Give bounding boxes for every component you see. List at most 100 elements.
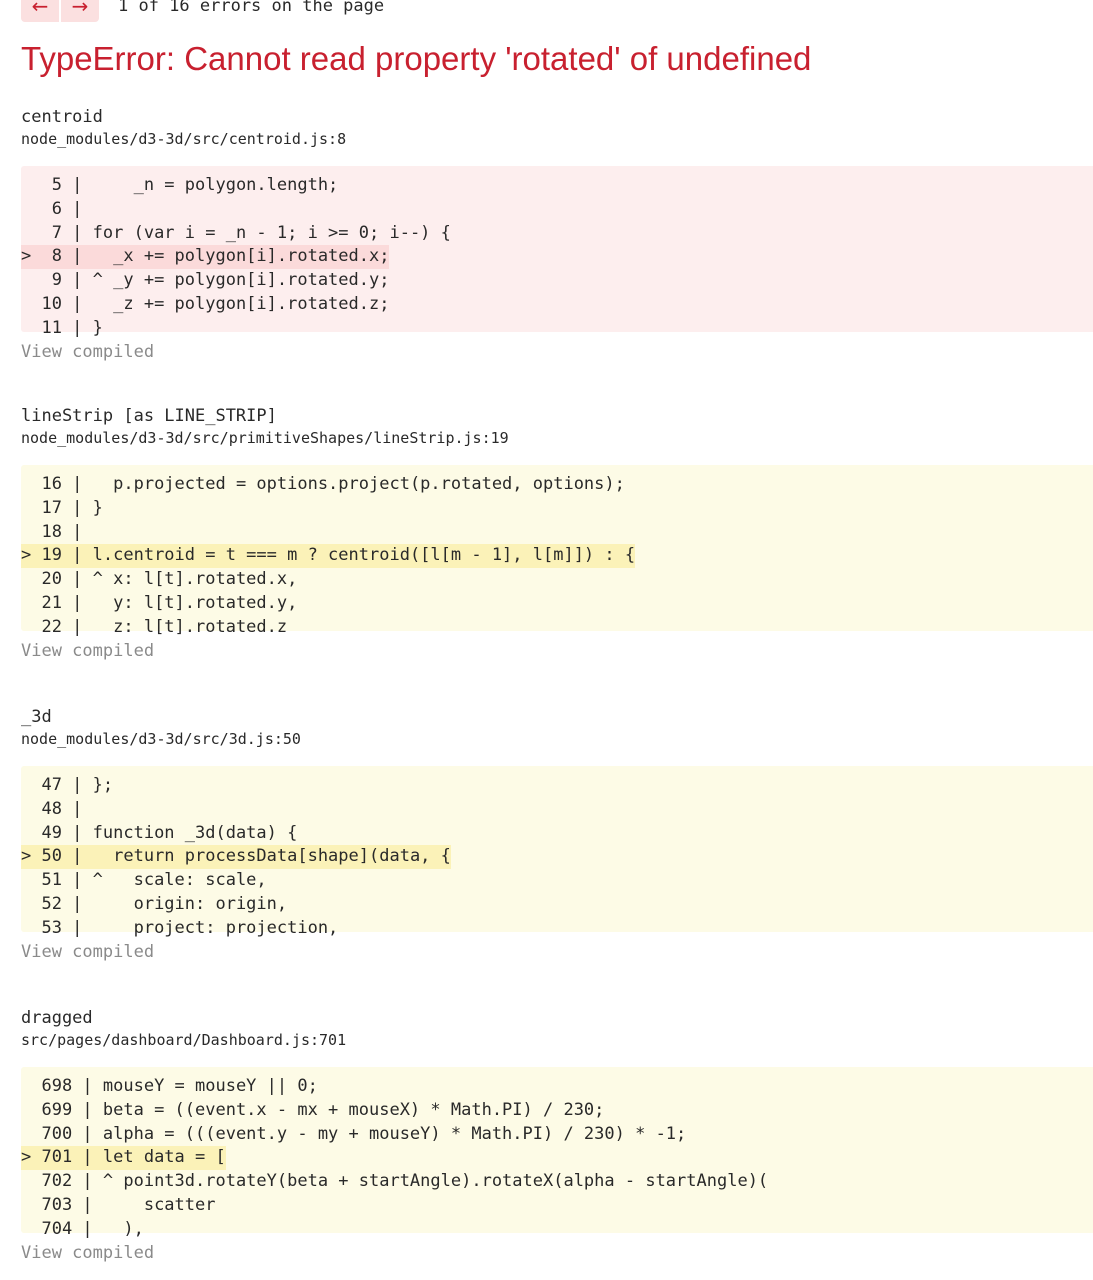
code-snippet: 16 | p.projected = options.project(p.rot… xyxy=(21,465,1093,637)
code-line: 22 | z: l[t].rotated.z xyxy=(21,616,1093,640)
line-number: 9 | xyxy=(21,270,83,291)
code-line: 699 | beta = ((event.x - mx + mouseX) * … xyxy=(21,1099,1093,1123)
code-line: 20 | ^ x: l[t].rotated.x, xyxy=(21,568,1093,592)
line-number: 22 | xyxy=(21,616,83,637)
frame-function-name: centroid xyxy=(21,107,103,127)
stack-frame: _3d node_modules/d3-3d/src/3d.js:50 47 | … xyxy=(21,706,1093,963)
error-navigation: ← → 1 of 16 errors on the page xyxy=(21,0,384,22)
line-number: 7 | xyxy=(21,222,83,243)
line-number: > 19 | xyxy=(21,545,83,566)
frame-file-path: node_modules/d3-3d/src/centroid.js:8 xyxy=(21,130,347,148)
code-line: 704 | ), xyxy=(21,1218,1093,1242)
line-number: 698 | xyxy=(21,1076,93,1096)
line-number: 49 | xyxy=(21,822,83,843)
line-code: }; xyxy=(82,775,114,795)
frame-file-path: node_modules/d3-3d/src/3d.js:50 xyxy=(21,730,301,748)
error-title: TypeError: Cannot read property 'rotated… xyxy=(21,40,812,77)
line-number: 18 | xyxy=(21,521,83,542)
stack-frame: dragged src/pages/dashboard/Dashboard.js:… xyxy=(21,1007,1093,1264)
line-code: return processData[shape](data, { xyxy=(82,846,451,867)
code-line: 11 | } xyxy=(21,317,1093,341)
line-code: project: projection, xyxy=(82,917,339,938)
line-code: let data = [ xyxy=(92,1147,226,1168)
line-code: ), xyxy=(92,1218,144,1239)
line-number: 20 | xyxy=(21,569,83,590)
frame-function-name: dragged xyxy=(21,1008,93,1028)
view-compiled-link[interactable]: View compiled xyxy=(21,641,155,661)
line-number: 704 | xyxy=(21,1218,93,1239)
line-number: > 701 | xyxy=(21,1147,93,1168)
line-number: > 50 | xyxy=(21,846,83,867)
code-line: 6 | xyxy=(21,198,1093,222)
code-line: 7 | for (var i = _n - 1; i >= 0; i--) { xyxy=(21,222,1093,246)
line-code: ^ point3d.rotateY(beta + startAngle).rot… xyxy=(92,1171,769,1192)
line-code: l.centroid = t === m ? centroid([l[m - 1… xyxy=(82,545,636,566)
next-error-button[interactable]: → xyxy=(61,0,99,22)
line-code: mouseY = mouseY || 0; xyxy=(92,1076,318,1096)
error-count: 1 of 16 errors on the page xyxy=(118,0,385,16)
frame-function-name: _3d xyxy=(21,707,52,727)
line-number: 51 | xyxy=(21,870,83,891)
line-number: 52 | xyxy=(21,893,83,914)
line-number: 699 | xyxy=(21,1099,93,1120)
line-number: 703 | xyxy=(21,1194,93,1215)
view-compiled-link[interactable]: View compiled xyxy=(21,942,155,962)
code-line: 52 | origin: origin, xyxy=(21,893,1093,917)
line-code: p.projected = options.project(p.rotated,… xyxy=(82,474,625,494)
line-number: 21 | xyxy=(21,592,83,613)
view-compiled-link[interactable]: View compiled xyxy=(21,342,155,362)
line-number: 6 | xyxy=(21,198,83,219)
previous-error-button[interactable]: ← xyxy=(21,0,59,22)
line-code: function _3d(data) { xyxy=(82,822,298,843)
code-line: 53 | project: projection, xyxy=(21,917,1093,941)
line-code: scatter xyxy=(92,1194,216,1215)
code-line: 703 | scatter xyxy=(21,1194,1093,1218)
code-line-highlighted: > 50 | return processData[shape](data, { xyxy=(21,845,1093,870)
stack-frame: centroid node_modules/d3-3d/src/centroid.… xyxy=(21,106,1093,363)
line-code: } xyxy=(82,497,103,518)
code-line: 18 | xyxy=(21,521,1093,545)
line-code: origin: origin, xyxy=(82,893,288,914)
view-compiled-link[interactable]: View compiled xyxy=(21,1243,155,1263)
line-number: 16 | xyxy=(21,474,83,494)
line-code: _x += polygon[i].rotated.x; xyxy=(82,246,390,267)
code-line-highlighted: > 19 | l.centroid = t === m ? centroid([… xyxy=(21,544,1093,569)
code-line: 51 | ^ scale: scale, xyxy=(21,869,1093,893)
code-line: 10 | _z += polygon[i].rotated.z; xyxy=(21,293,1093,317)
code-line: 17 | } xyxy=(21,497,1093,521)
line-number: 5 | xyxy=(21,175,83,195)
code-line-highlighted: > 8 | _x += polygon[i].rotated.x; xyxy=(21,245,1093,270)
frame-function-name: lineStrip [as LINE_STRIP] xyxy=(21,406,277,426)
line-code: _n = polygon.length; xyxy=(82,175,339,195)
code-line: 700 | alpha = (((event.y - my + mouseY) … xyxy=(21,1123,1093,1147)
line-number: 702 | xyxy=(21,1171,93,1192)
code-line: 48 | xyxy=(21,798,1093,822)
line-code: _z += polygon[i].rotated.z; xyxy=(82,293,390,314)
line-number: 48 | xyxy=(21,798,83,819)
code-line-highlighted: > 701 | let data = [ xyxy=(21,1146,1093,1171)
line-code: y: l[t].rotated.y, xyxy=(82,592,298,613)
stack-frame: lineStrip [as LINE_STRIP] node_modules/d3… xyxy=(21,405,1093,662)
line-number: 11 | xyxy=(21,317,83,338)
line-code: ^ x: l[t].rotated.x, xyxy=(82,569,298,590)
line-code: ^ scale: scale, xyxy=(82,870,267,891)
code-line: 702 | ^ point3d.rotateY(beta + startAngl… xyxy=(21,1170,1093,1194)
code-snippet: 698 | mouseY = mouseY || 0; 699 | beta =… xyxy=(21,1067,1093,1239)
line-code: for (var i = _n - 1; i >= 0; i--) { xyxy=(82,222,451,243)
code-line: 16 | p.projected = options.project(p.rot… xyxy=(21,473,1093,497)
line-code: } xyxy=(82,317,103,338)
code-line: 47 | }; xyxy=(21,774,1093,798)
code-line: 9 | ^ _y += polygon[i].rotated.y; xyxy=(21,269,1093,293)
frame-file-path: node_modules/d3-3d/src/primitiveShapes/l… xyxy=(21,429,509,447)
line-number: 700 | xyxy=(21,1123,93,1144)
frame-file-path: src/pages/dashboard/Dashboard.js:701 xyxy=(21,1031,347,1049)
code-snippet: 47 | }; 48 | 49 | function _3d(data) {> … xyxy=(21,766,1093,938)
code-line: 5 | _n = polygon.length; xyxy=(21,174,1093,198)
line-code: beta = ((event.x - mx + mouseX) * Math.P… xyxy=(92,1099,605,1120)
line-code: alpha = (((event.y - my + mouseY) * Math… xyxy=(92,1123,687,1144)
line-number: 53 | xyxy=(21,917,83,938)
line-number: 10 | xyxy=(21,293,83,314)
line-number: 47 | xyxy=(21,775,83,795)
code-snippet: 5 | _n = polygon.length; 6 | 7 | for (va… xyxy=(21,166,1093,338)
code-line: 49 | function _3d(data) { xyxy=(21,822,1093,846)
